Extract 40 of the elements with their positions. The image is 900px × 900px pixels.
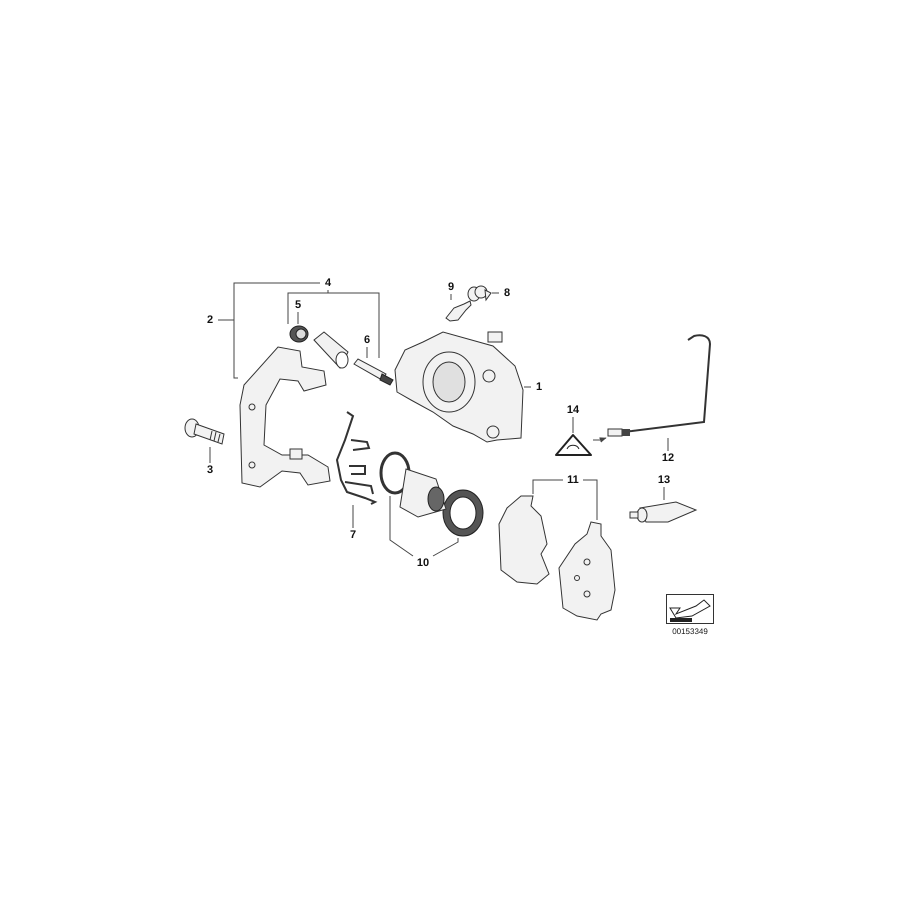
guide-pin-drawing	[352, 358, 395, 386]
callout-number: 12	[658, 451, 678, 465]
leader-line	[582, 480, 598, 520]
leader-line	[532, 480, 564, 494]
warning-triangle-icon	[554, 433, 593, 457]
callout-number: 6	[359, 333, 375, 347]
grease-tube-drawing	[628, 500, 697, 525]
drawing-number: 00153349	[671, 626, 709, 638]
brake-caliper-drawing	[393, 330, 524, 442]
callout-number: 4	[320, 276, 336, 290]
callout-number: 1	[531, 380, 547, 394]
bleeder-screw-drawing	[444, 300, 472, 322]
callout-number: 11	[563, 473, 583, 487]
callout-number: 8	[499, 286, 515, 300]
callout-number: 10	[413, 556, 433, 570]
brake-carrier-drawing	[238, 345, 332, 488]
leader-line	[572, 416, 574, 434]
leader-line	[328, 290, 380, 358]
dust-cap-drawing	[466, 284, 492, 303]
callout-number: 9	[443, 280, 459, 294]
leader-line	[352, 504, 354, 528]
leader-line	[432, 538, 458, 556]
seal-drawing	[440, 488, 486, 538]
callout-number: 7	[345, 528, 361, 542]
leader-line	[450, 294, 452, 300]
callout-number: 2	[202, 313, 218, 327]
leader-line	[366, 346, 368, 358]
callout-number: 13	[654, 473, 674, 487]
callout-number: 5	[290, 298, 306, 312]
leader-line	[218, 320, 238, 378]
leader-line	[524, 386, 532, 388]
brake-pad-drawing	[557, 520, 616, 622]
leader-line	[390, 496, 414, 556]
callout-number: 14	[563, 403, 583, 417]
leader-line	[492, 292, 500, 294]
boot-drawing	[288, 324, 310, 344]
arrow	[592, 437, 607, 443]
leader-line	[288, 290, 328, 324]
spring-clip-drawing	[335, 410, 378, 505]
callout-number: 3	[202, 463, 218, 477]
